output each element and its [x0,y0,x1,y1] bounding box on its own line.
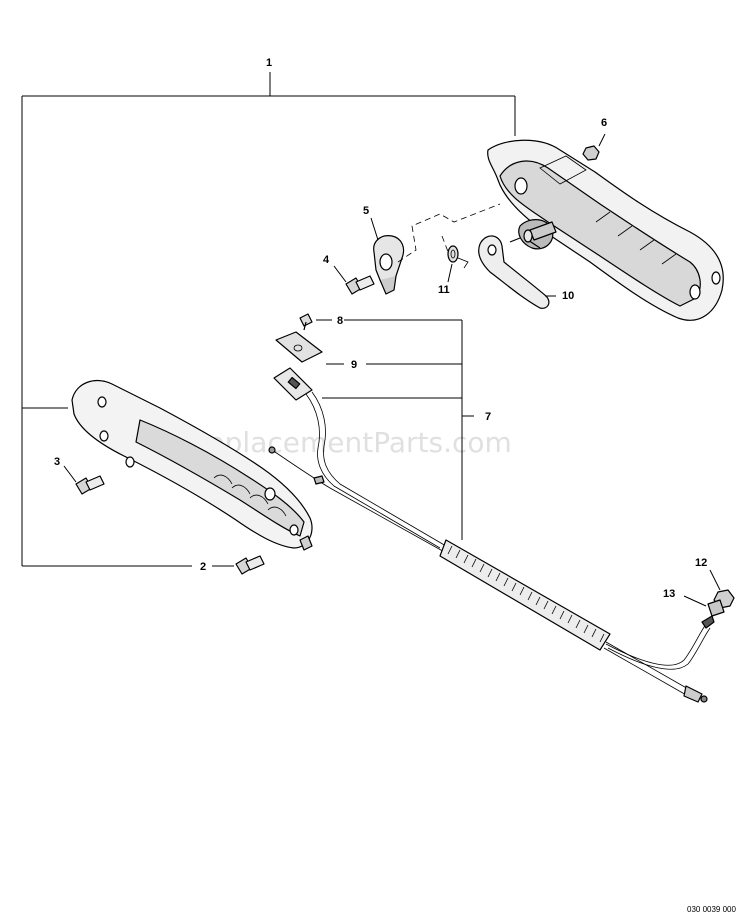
callout-2: 2 [200,561,206,573]
callout-1: 1 [266,57,272,69]
assembly-bracket [21,72,516,567]
part-5-clamp [370,217,405,295]
callout-7: 7 [485,411,491,423]
callout-9: 9 [351,359,357,371]
lower-handle-half [71,379,313,551]
callout-11: 11 [438,284,450,296]
callout-10: 10 [562,290,574,302]
callout-4: 4 [323,254,330,266]
drawing-reference: 030 0039 000 [687,905,736,914]
callout-13: 13 [663,588,675,600]
part-4-screw [333,265,375,295]
part-6-nut [582,133,606,161]
callout-3: 3 [54,456,60,468]
switch-bracket [344,319,474,540]
callout-5: 5 [363,205,369,217]
part-10-throttle-trigger [478,235,556,309]
part-3-screw [63,465,105,495]
pivot-pin [509,221,557,243]
part-13-ferrule [683,595,725,617]
part-8-screw [299,313,332,331]
part-7-switch-cable [268,367,715,703]
part-9-plate [275,331,344,365]
callout-6: 6 [601,117,607,129]
callout-8: 8 [337,315,343,327]
part-11-spring [447,245,469,283]
callout-12: 12 [695,557,707,569]
part-2-screw [235,555,265,575]
